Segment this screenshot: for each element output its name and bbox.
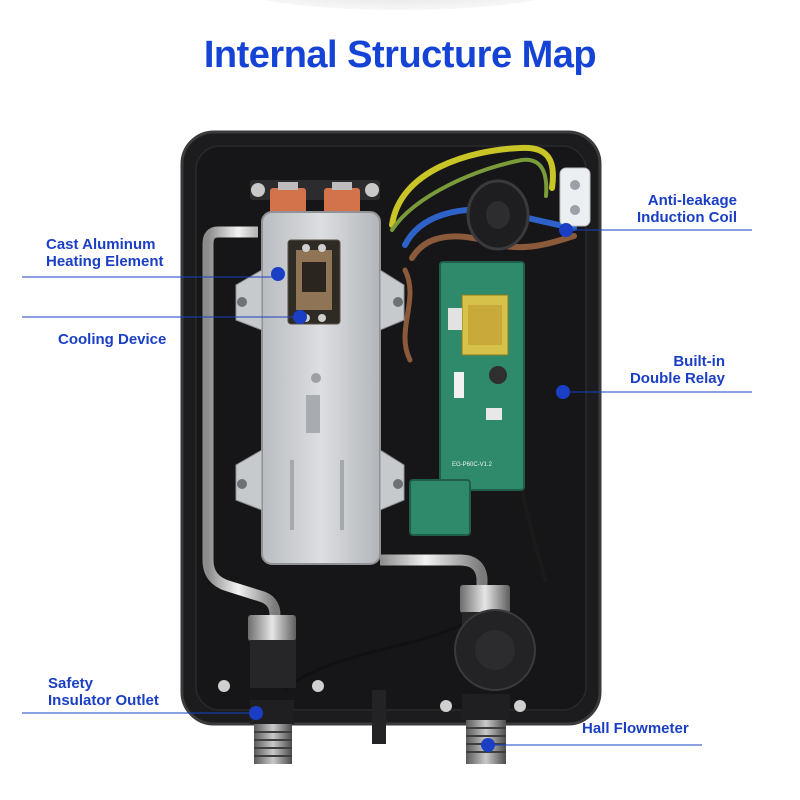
label-cooling-device: Cooling Device <box>58 331 167 348</box>
callout-leaders <box>22 223 752 752</box>
label-cast-aluminum-heating-element: Cast Aluminum Heating Element <box>46 236 164 270</box>
label-anti-leakage-induction-coil: Anti-leakage Induction Coil <box>637 192 737 226</box>
outlet-fitting <box>248 615 296 764</box>
terminal-block <box>250 180 380 218</box>
thermostat-cooling-device <box>287 239 341 325</box>
label-hall-flowmeter: Hall Flowmeter <box>582 720 689 737</box>
control-pcb: EG-P60C-V1.2 <box>409 261 525 536</box>
page-title: Internal Structure Map <box>203 34 597 76</box>
water-pipe <box>202 226 488 625</box>
label-safety-insulator-outlet: Safety Insulator Outlet <box>48 675 159 709</box>
pcb-model-text: EG-P60C-V1.2 <box>452 462 493 468</box>
bottom-screws <box>218 680 526 744</box>
induction-coil <box>466 167 591 251</box>
label-built-in-double-relay: Built-in Double Relay <box>629 353 725 387</box>
top-reflection <box>230 0 570 10</box>
